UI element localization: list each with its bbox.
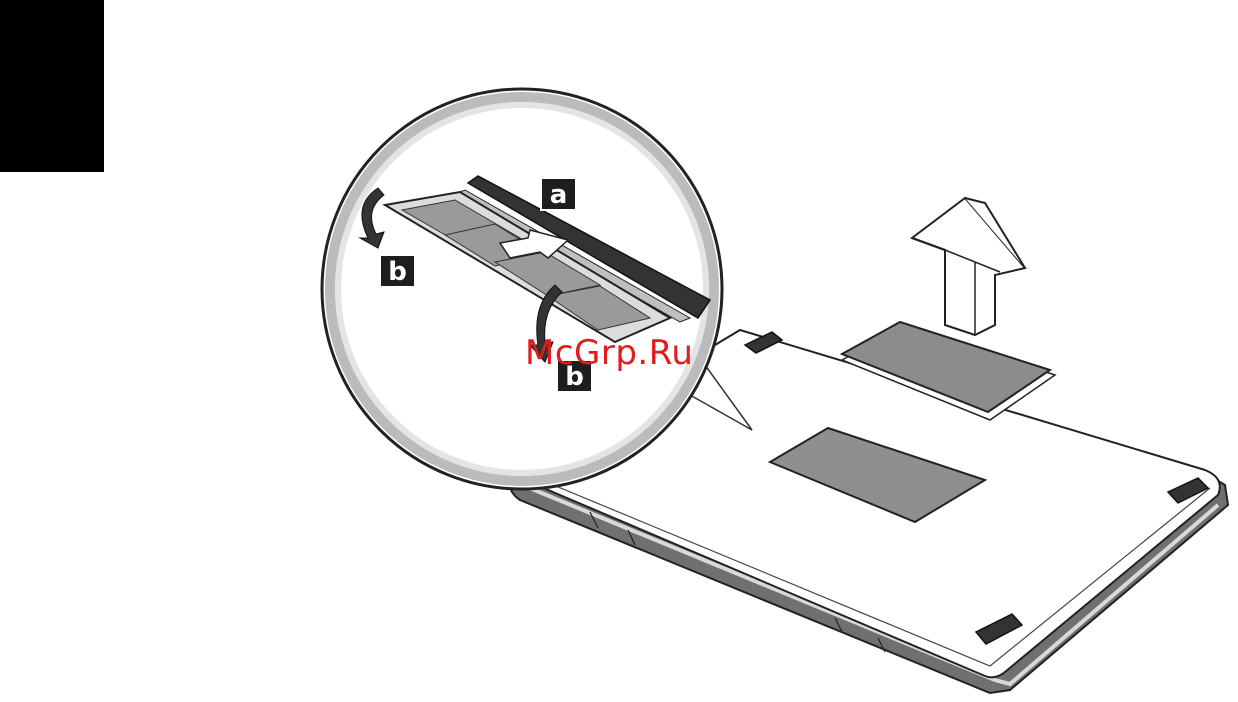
watermark-text: McGrp.Ru (525, 333, 693, 373)
label-b-left: b (380, 255, 415, 287)
label-a-text: a (550, 180, 568, 210)
label-b-left-text: b (388, 257, 407, 287)
label-a: a (541, 178, 576, 210)
up-arrow-icon (912, 198, 1025, 335)
